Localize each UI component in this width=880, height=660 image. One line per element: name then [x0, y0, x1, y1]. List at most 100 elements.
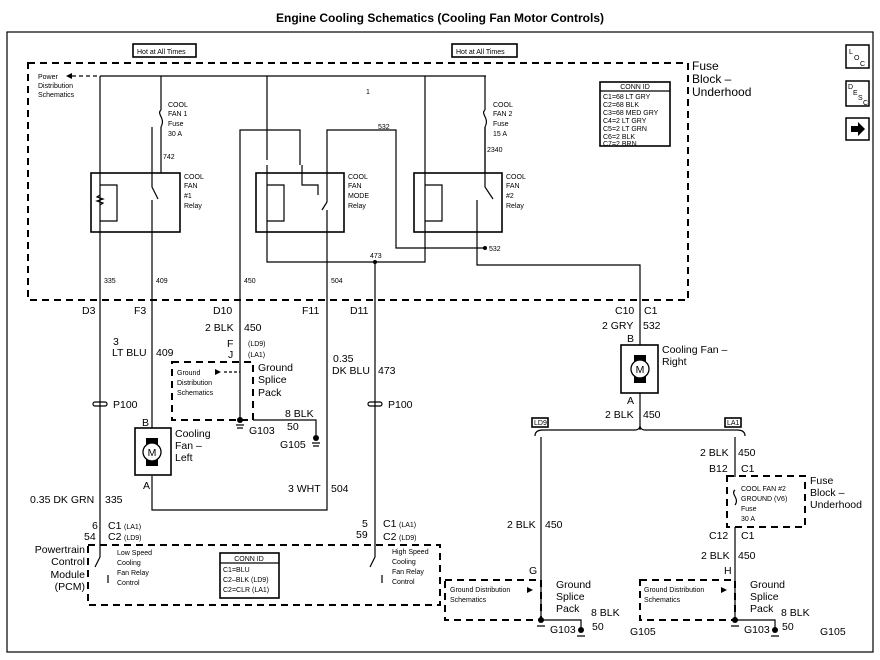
svg-text:High Speed: High Speed [392, 549, 429, 556]
svg-text:Schematics: Schematics [450, 597, 487, 604]
svg-text:Splice: Splice [556, 591, 585, 603]
svg-text:Ground Distribution: Ground Distribution [450, 587, 510, 594]
svg-text:335: 335 [105, 494, 123, 506]
svg-text:2 BLK: 2 BLK [605, 409, 634, 421]
svg-text:FAN 1: FAN 1 [168, 111, 188, 118]
svg-text:Fan Relay: Fan Relay [392, 569, 424, 576]
svg-text:Schematics: Schematics [177, 390, 214, 397]
svg-text:COOL: COOL [493, 102, 513, 109]
svg-text:Left: Left [175, 452, 193, 464]
loc-button[interactable]: LOC [845, 44, 870, 69]
svg-text:FAN: FAN [506, 183, 520, 190]
svg-text:(LA1): (LA1) [124, 524, 141, 531]
svg-text:Distribution: Distribution [38, 83, 73, 90]
svg-text:Splice: Splice [750, 591, 779, 603]
svg-text:C1: C1 [383, 518, 397, 530]
svg-text:Schematics: Schematics [644, 597, 681, 604]
svg-text:C7=2 BRN: C7=2 BRN [603, 141, 637, 148]
svg-text:C1: C1 [741, 463, 755, 475]
svg-text:2 BLK: 2 BLK [700, 447, 729, 459]
svg-text:F11: F11 [302, 305, 319, 317]
svg-text:B: B [627, 333, 634, 345]
svg-text:Module: Module [51, 569, 86, 581]
wire-532-label: 532 [489, 246, 501, 253]
svg-text:Fuse: Fuse [692, 59, 719, 73]
svg-text:(LD9): (LD9) [248, 341, 266, 348]
svg-text:Distribution: Distribution [177, 380, 212, 387]
svg-text:(PCM): (PCM) [55, 581, 85, 593]
svg-text:COOL: COOL [348, 174, 368, 181]
svg-text:Powertrain: Powertrain [35, 544, 85, 556]
svg-text:L: L [849, 49, 853, 56]
svg-text:LA1: LA1 [727, 420, 740, 427]
svg-text:C12: C12 [709, 530, 728, 542]
svg-text:C2=68 BLK: C2=68 BLK [603, 102, 639, 109]
svg-text:G: G [529, 565, 537, 577]
wire-450-label: 450 [244, 278, 256, 285]
svg-text:(LA1): (LA1) [248, 352, 265, 359]
svg-text:C2: C2 [383, 531, 397, 543]
svg-text:3: 3 [113, 336, 119, 348]
svg-text:3 WHT: 3 WHT [288, 483, 321, 495]
svg-text:409: 409 [156, 347, 174, 359]
svg-text:Cooling: Cooling [392, 559, 416, 566]
svg-text:#1: #1 [184, 193, 192, 200]
svg-text:Fuse: Fuse [810, 475, 834, 487]
svg-text:Relay: Relay [506, 203, 524, 210]
svg-text:(LD9): (LD9) [399, 535, 417, 542]
svg-text:Schematics: Schematics [38, 92, 75, 99]
next-button[interactable] [845, 117, 870, 141]
svg-text:M: M [636, 364, 645, 376]
svg-text:6: 6 [92, 520, 98, 532]
svg-text:30 A: 30 A [168, 131, 182, 138]
svg-text:Hot at All Times: Hot at All Times [456, 49, 505, 56]
svg-text:E: E [853, 90, 858, 97]
fuse-icon [158, 109, 488, 128]
svg-text:50: 50 [287, 421, 299, 433]
svg-text:G105: G105 [820, 626, 846, 638]
svg-text:(LD9): (LD9) [124, 535, 142, 542]
ground-icon [537, 617, 779, 637]
wire-473-label: 473 [370, 253, 382, 260]
option-brace [534, 425, 746, 437]
svg-text:P100: P100 [113, 399, 138, 411]
svg-text:50: 50 [592, 621, 604, 633]
svg-text:D: D [848, 84, 853, 91]
svg-text:Ground: Ground [177, 370, 200, 377]
svg-text:C4=2 LT GRY: C4=2 LT GRY [603, 118, 647, 125]
svg-text:Cooling: Cooling [117, 560, 141, 567]
svg-text:MODE: MODE [348, 193, 369, 200]
svg-text:Ground: Ground [750, 579, 785, 591]
svg-text:Power: Power [38, 74, 59, 81]
svg-text:S: S [858, 95, 863, 102]
fuse-block-underhood-outline [27, 62, 689, 301]
svg-text:G105: G105 [630, 626, 656, 638]
svg-text:50: 50 [782, 621, 794, 633]
svg-text:G105: G105 [280, 439, 306, 451]
wire-2340-label: 2340 [487, 147, 503, 154]
svg-text:C2: C2 [108, 531, 122, 543]
svg-text:8 BLK: 8 BLK [781, 607, 810, 619]
svg-text:C2=CLR (LA1): C2=CLR (LA1) [223, 587, 269, 594]
svg-text:LT BLU: LT BLU [112, 347, 147, 359]
svg-text:2 BLK: 2 BLK [205, 322, 234, 334]
svg-text:J: J [228, 349, 233, 361]
diagram-border [6, 31, 874, 653]
svg-text:CONN ID: CONN ID [620, 84, 650, 91]
svg-text:2 GRY: 2 GRY [602, 320, 633, 332]
right-side-wires [540, 300, 776, 630]
svg-text:C1: C1 [644, 305, 658, 317]
svg-text:LD9: LD9 [534, 420, 547, 427]
svg-text:59: 59 [356, 529, 368, 541]
